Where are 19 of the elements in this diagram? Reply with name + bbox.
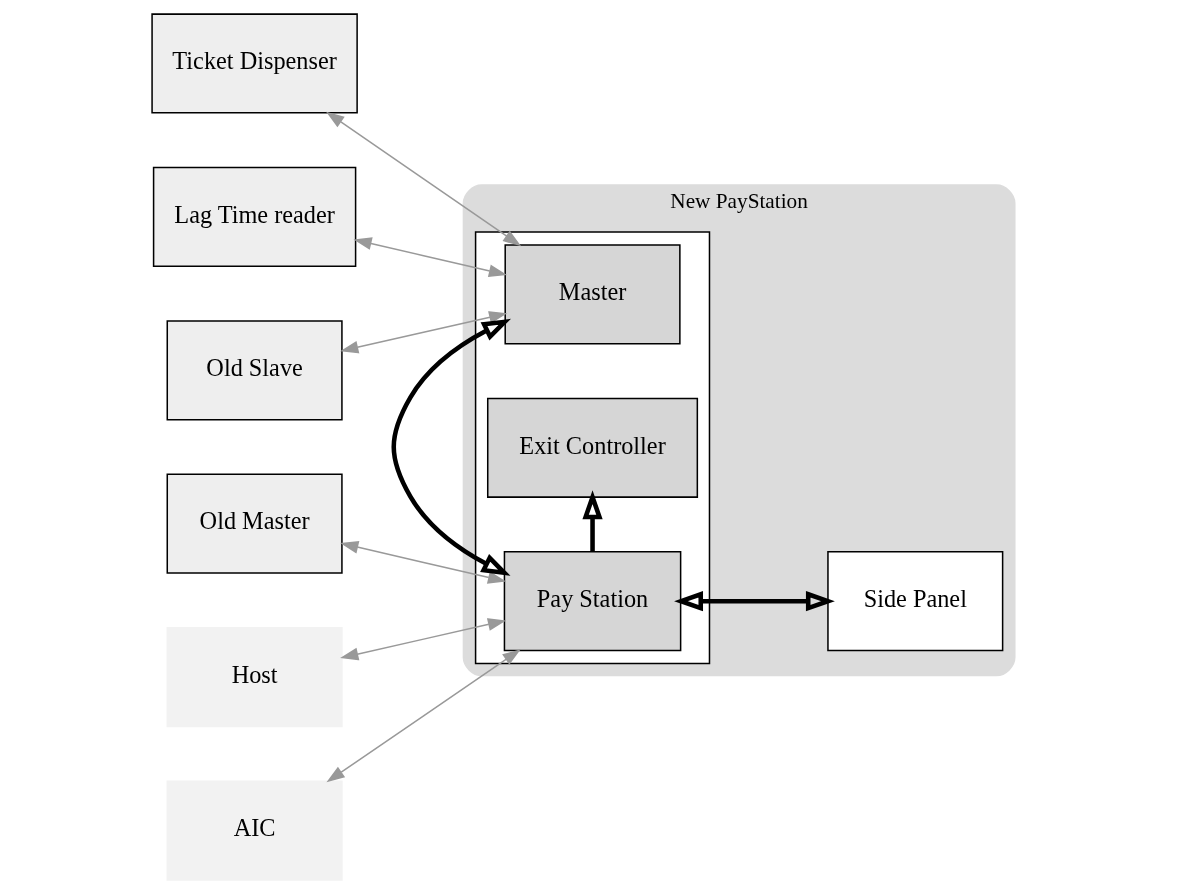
arrow	[326, 649, 521, 783]
node-box: Lag Time reader	[152, 166, 357, 267]
arrow	[340, 618, 507, 661]
arrow	[391, 318, 512, 576]
node-box: Old Master	[166, 473, 343, 574]
arrow	[582, 490, 603, 552]
node-box: Host	[166, 627, 343, 728]
arrow	[674, 591, 835, 612]
node-box: Side Panel	[827, 551, 1004, 652]
arrow	[353, 237, 508, 278]
arrow	[326, 111, 522, 247]
arrow	[340, 311, 508, 354]
node-box: Ticket Dispenser	[151, 13, 358, 114]
node-box: Master	[504, 244, 681, 345]
node-box: Pay Station	[503, 551, 682, 652]
node-box: Exit Controller	[487, 397, 699, 498]
node-box: AIC	[166, 780, 343, 881]
arrow	[340, 541, 507, 584]
node-box: Old Slave	[166, 320, 343, 421]
